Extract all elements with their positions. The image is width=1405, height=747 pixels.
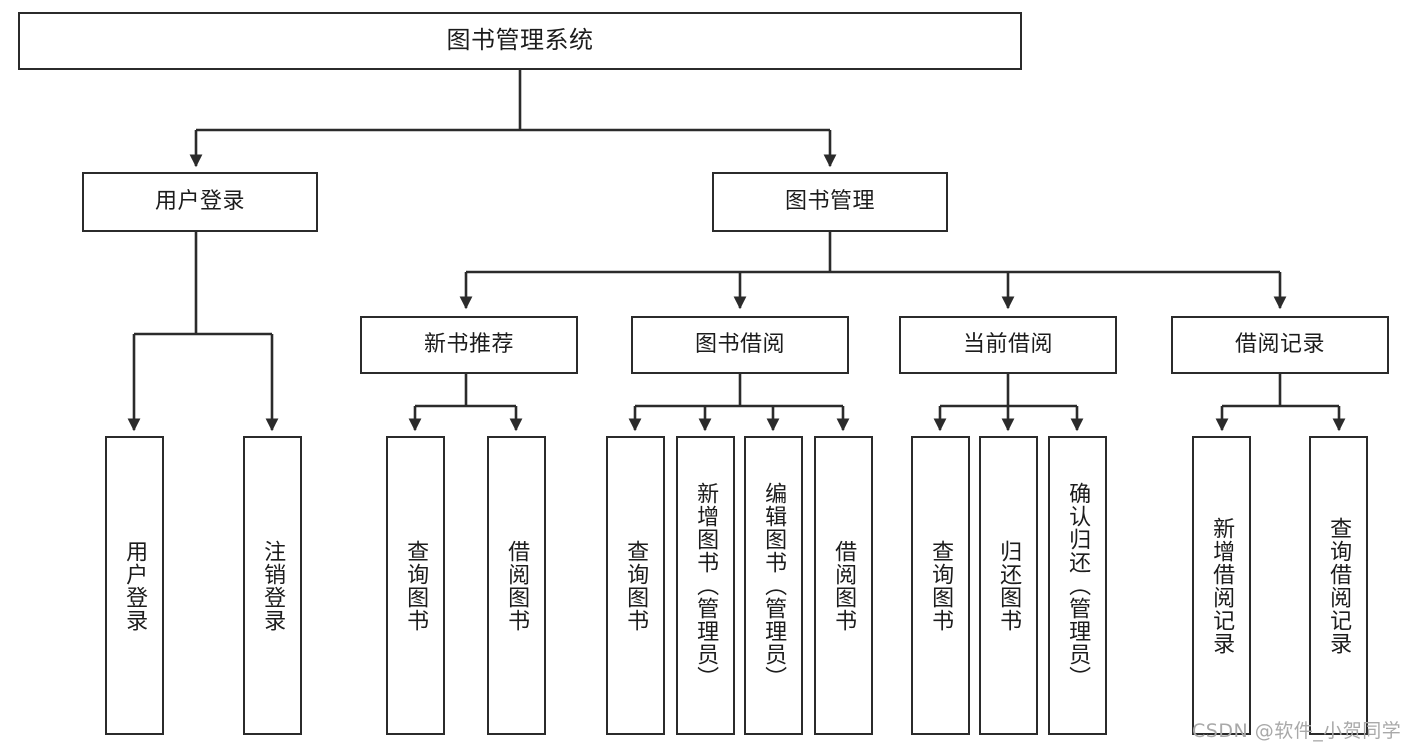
node-root-book-management-system[interactable]: 图书管理系统 — [18, 12, 1022, 70]
leaf-user-login[interactable]: 用户登录 — [105, 436, 164, 735]
node-book-borrowing[interactable]: 图书借阅 — [631, 316, 849, 374]
node-label: 归还图书 — [996, 539, 1022, 632]
node-label: 查询图书 — [928, 539, 954, 632]
node-label: 用户登录 — [122, 539, 148, 632]
watermark-text: CSDN @软件_小贺同学 — [1192, 720, 1402, 742]
node-label: 借阅图书 — [831, 539, 857, 632]
leaf-return-book[interactable]: 归还图书 — [979, 436, 1038, 735]
node-new-book-recommendation[interactable]: 新书推荐 — [360, 316, 578, 374]
node-label: 查询图书 — [403, 539, 429, 632]
node-label: 注销登录 — [260, 539, 286, 632]
node-label: 查询图书 — [623, 539, 649, 632]
node-borrowing-records[interactable]: 借阅记录 — [1171, 316, 1389, 374]
node-current-borrowing[interactable]: 当前借阅 — [899, 316, 1117, 374]
node-label: 新增借阅记录 — [1209, 516, 1235, 655]
node-label: 图书管理系统 — [446, 26, 594, 55]
node-label: 编辑图书（管理员） — [761, 482, 787, 689]
node-label: 图书管理 — [784, 188, 875, 214]
leaf-add-borrowing-record[interactable]: 新增借阅记录 — [1192, 436, 1251, 735]
leaf-query-borrowing-record[interactable]: 查询借阅记录 — [1309, 436, 1368, 735]
leaf-borrow-book-recommendation[interactable]: 借阅图书 — [487, 436, 546, 735]
node-book-management[interactable]: 图书管理 — [712, 172, 948, 232]
leaf-logout[interactable]: 注销登录 — [243, 436, 302, 735]
leaf-edit-book-admin[interactable]: 编辑图书（管理员） — [744, 436, 803, 735]
leaf-query-book-recommendation[interactable]: 查询图书 — [386, 436, 445, 735]
leaf-confirm-return-admin[interactable]: 确认归还（管理员） — [1048, 436, 1107, 735]
leaf-query-book-borrowing[interactable]: 查询图书 — [606, 436, 665, 735]
node-label: 当前借阅 — [962, 331, 1053, 357]
node-label: 图书借阅 — [694, 331, 785, 357]
leaf-add-book-admin[interactable]: 新增图书（管理员） — [676, 436, 735, 735]
node-label: 新书推荐 — [423, 331, 514, 357]
node-label: 确认归还（管理员） — [1065, 482, 1091, 689]
node-label: 借阅记录 — [1234, 331, 1325, 357]
leaf-borrow-book-borrowing[interactable]: 借阅图书 — [814, 436, 873, 735]
node-label: 借阅图书 — [504, 539, 530, 632]
node-label: 用户登录 — [154, 188, 245, 214]
node-user-login[interactable]: 用户登录 — [82, 172, 318, 232]
leaf-query-book-current[interactable]: 查询图书 — [911, 436, 970, 735]
node-label: 查询借阅记录 — [1326, 516, 1352, 655]
node-label: 新增图书（管理员） — [693, 482, 719, 689]
